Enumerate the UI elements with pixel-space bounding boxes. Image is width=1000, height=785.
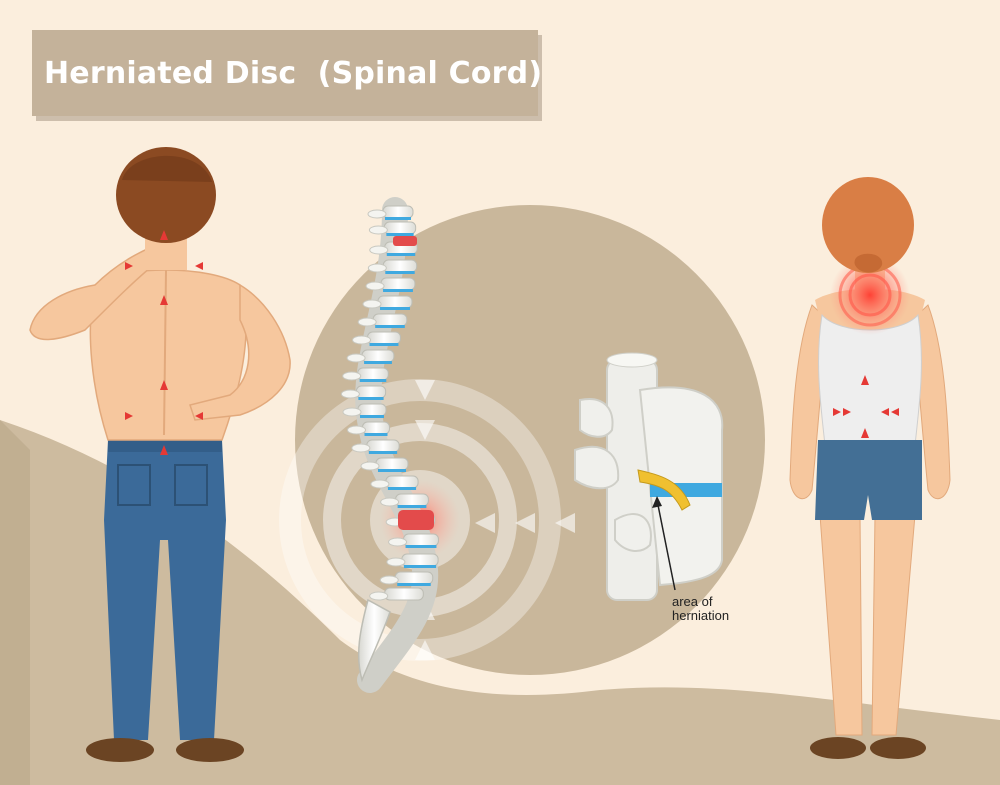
disc [403, 565, 437, 568]
woman-hair [822, 177, 914, 273]
sacrum [357, 598, 391, 683]
title-banner: Herniated Disc (Spinal Cord) [32, 30, 542, 116]
disc [383, 289, 413, 292]
disc [397, 505, 427, 508]
vertebra-process [352, 335, 372, 345]
woman-figure [789, 177, 951, 759]
disc [358, 397, 384, 400]
disc [375, 325, 405, 328]
vertebra-process [380, 497, 400, 507]
vertebra [385, 475, 419, 489]
vertebra [372, 313, 408, 327]
disc [369, 343, 399, 346]
vertebra [394, 571, 434, 585]
vertebra-process [347, 425, 367, 435]
vertebra-process [388, 537, 408, 547]
disc [405, 545, 437, 548]
disc [380, 307, 410, 310]
vertebra-process [370, 479, 390, 489]
disc [387, 487, 417, 490]
vertebra-process [379, 575, 399, 585]
disc [364, 433, 388, 436]
vertebra [401, 553, 439, 567]
disc [368, 451, 398, 454]
vertebra-process [362, 299, 382, 309]
vertebra [383, 221, 417, 235]
vertebra-process [369, 245, 389, 255]
vertebra [362, 421, 390, 435]
man-shoe-left [86, 738, 154, 762]
vertebra [382, 259, 418, 273]
vertebra-process [369, 591, 389, 601]
callout-line-2: herniation [672, 608, 730, 623]
disc [385, 271, 415, 274]
vertebra-process [368, 225, 388, 235]
page-title: Herniated Disc (Spinal Cord) [44, 55, 543, 91]
disc [386, 233, 414, 236]
man-back [89, 269, 247, 441]
pain-arrow-icon [833, 375, 899, 438]
vertebra-process [340, 389, 360, 399]
vertebra [361, 349, 395, 363]
disc [360, 415, 384, 418]
herniated-disc-upper [393, 236, 417, 246]
vertebra [380, 277, 416, 291]
man-jeans [104, 440, 226, 740]
vertebra-process [346, 353, 366, 363]
disc [364, 361, 392, 364]
disc [377, 469, 407, 472]
woman-shoe-left [810, 737, 866, 759]
vertebra [377, 295, 413, 309]
pain-glow-icon [830, 255, 910, 335]
callout-arrow-icon [652, 496, 662, 508]
pain-arrow-icon [125, 230, 203, 455]
vertebra-process [386, 557, 406, 567]
floor-shape [0, 420, 1000, 785]
vertebra [367, 331, 401, 345]
vertebra-process [367, 209, 387, 219]
vertebra [357, 403, 387, 417]
vertebra [382, 205, 414, 219]
disc [386, 253, 416, 256]
herniation-callout: area of herniation [672, 595, 729, 623]
vertebra [384, 587, 424, 601]
vertebra-process [351, 443, 371, 453]
vertebra [395, 493, 429, 507]
disc [385, 217, 411, 220]
woman-shorts [815, 440, 922, 520]
vertebra [357, 367, 389, 381]
man-figure [29, 147, 291, 762]
spine [340, 197, 439, 693]
man-right-arm [189, 283, 291, 421]
vertebra [355, 385, 387, 399]
vertebra-process [342, 407, 362, 417]
vertebra [366, 439, 400, 453]
callout-line-1: area of [672, 594, 713, 609]
nerve-root [637, 469, 691, 511]
vertebra-closeup [574, 352, 724, 601]
vertebra [403, 533, 439, 547]
vertebra-process [365, 281, 385, 291]
vertebra [375, 457, 409, 471]
vertebra-process [342, 371, 362, 381]
vertebra-process [367, 263, 387, 273]
vertebra-process [357, 317, 377, 327]
man-shoe-right [176, 738, 244, 762]
disc [397, 583, 431, 586]
disc [359, 379, 387, 382]
herniated-disc-lower [398, 510, 434, 530]
woman-shoe-right [870, 737, 926, 759]
vertebra-process [360, 461, 380, 471]
